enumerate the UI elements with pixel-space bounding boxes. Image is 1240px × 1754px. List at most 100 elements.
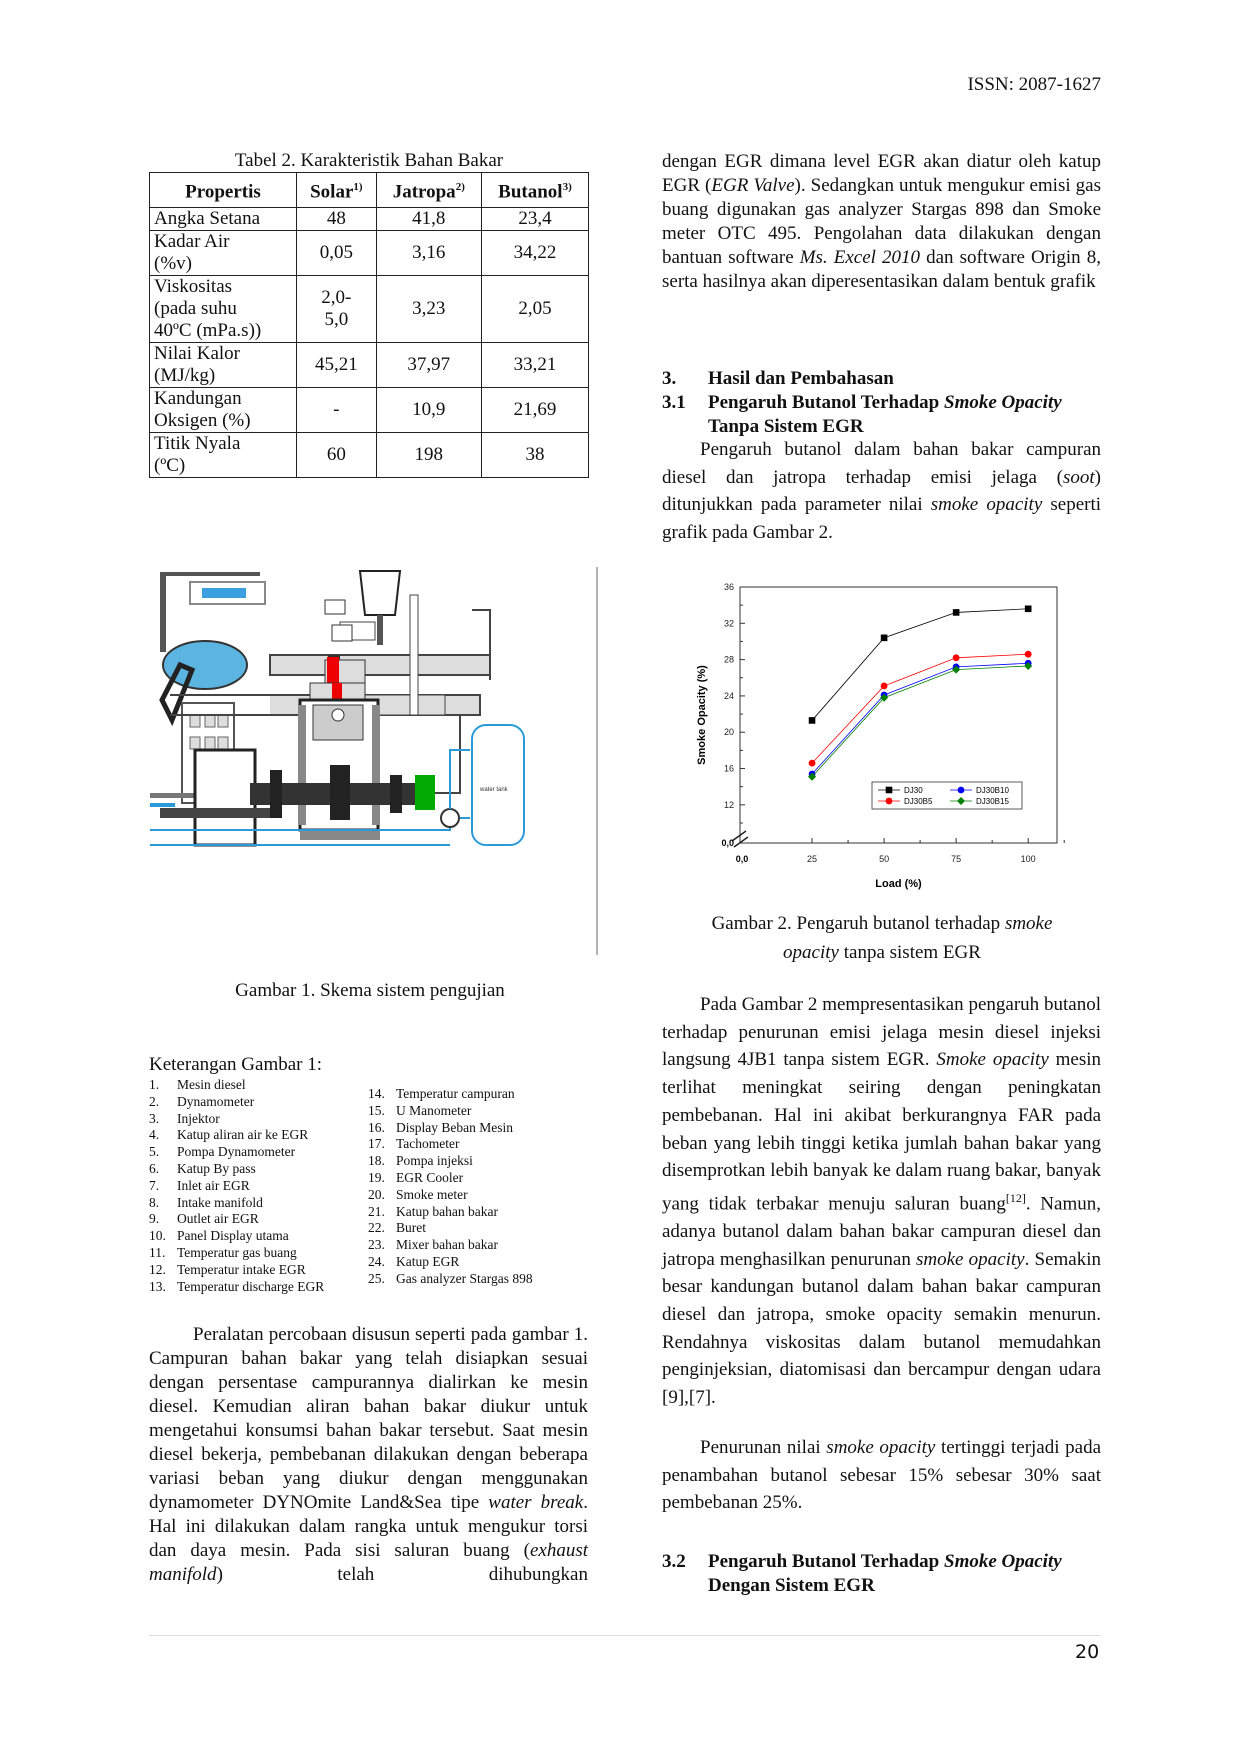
data-point-dj30b5: [1024, 650, 1032, 658]
table-cell: 34,22: [480, 230, 590, 276]
legend-item-number: 9.: [149, 1211, 160, 1227]
table-cell: 21,69: [480, 387, 590, 433]
text-segment: smoke opacity: [930, 494, 1043, 516]
legend-item-label: Pompa Dynamometer: [177, 1144, 296, 1160]
footnote-mark: 1): [353, 181, 363, 194]
data-point-dj30b15: [808, 772, 817, 781]
table-cell: 2,0- 5,0: [296, 275, 377, 343]
citation: [12]: [1005, 1190, 1026, 1205]
table-cell: -: [296, 387, 377, 433]
y-tick-label: 36: [724, 582, 734, 592]
text-segment: water break: [488, 1492, 584, 1513]
paragraph-setup: Peralatan percobaan disusun seperti pada…: [149, 1323, 588, 1587]
legend-item-number: 13.: [149, 1278, 166, 1294]
legend-item: 22.Buret: [368, 1220, 533, 1237]
legend-item: 1.Mesin diesel: [149, 1077, 324, 1094]
table-cell: 33,21: [480, 342, 590, 388]
legend-item-number: 7.: [149, 1177, 160, 1193]
table-cell: 10,9: [375, 387, 482, 433]
figure2-caption: Gambar 2. Pengaruh butanol terhadap smok…: [711, 913, 1053, 963]
legend-item: 23.Mixer bahan bakar: [368, 1237, 533, 1254]
legend-item-label: Pompa injeksi: [396, 1153, 473, 1169]
paragraph-3-1-intro: Pengaruh butanol dalam bahan bakar campu…: [662, 436, 1101, 547]
table-cell: 41,8: [375, 207, 482, 231]
legend-item: 20.Smoke meter: [368, 1187, 533, 1204]
legend-item-label: Temperatur intake EGR: [177, 1261, 306, 1277]
x-tick-label: 25: [807, 854, 817, 864]
table-cell: 3,23: [375, 275, 482, 343]
text-segment: Penurunan nilai: [700, 1437, 827, 1458]
legend-item-label: U Manometer: [396, 1102, 472, 1118]
column-header-label: Butanol: [498, 181, 563, 203]
x-tick-label: 100: [1021, 854, 1036, 864]
legend-item: 5.Pompa Dynamometer: [149, 1144, 324, 1161]
legend-item: 14.Temperatur campuran: [368, 1086, 533, 1103]
legend-item-label: Inlet air EGR: [177, 1177, 250, 1193]
text-segment: EGR Valve: [711, 175, 795, 196]
table-cell: Kandungan Oksigen (%): [149, 387, 297, 433]
x-tick-label: 75: [951, 854, 961, 864]
table-cell: 23,4: [480, 207, 590, 231]
legend-label: DJ30B5: [904, 797, 933, 806]
legend-marker: [885, 797, 893, 805]
legend-item: 6.Katup By pass: [149, 1161, 324, 1178]
plot-frame: [739, 586, 1058, 844]
text-segment: ). Sedangkan untuk mengukur emisi gas bu…: [662, 175, 1101, 268]
text-segment: Smoke opacity: [936, 1049, 1049, 1071]
legend-item-number: 8.: [149, 1194, 160, 1210]
legend-item: 9.Outlet air EGR: [149, 1211, 324, 1228]
legend-item-number: 17.: [368, 1136, 385, 1152]
page-number: 20: [1075, 1641, 1100, 1663]
y-tick-label: 32: [724, 618, 734, 628]
text-segment: exhaust manifold: [149, 1540, 588, 1585]
legend-item: 7. Inlet air EGR: [149, 1178, 324, 1195]
x-axis-label: Load (%): [875, 878, 922, 890]
legend-marker: [957, 786, 965, 794]
issn: ISSN: 2087-1627: [967, 74, 1101, 95]
table-caption: Tabel 2. Karakteristik Bahan Bakar: [234, 150, 504, 171]
legend-label: DJ30B10: [976, 786, 1009, 795]
text-segment: Ms. Excel 2010: [799, 247, 920, 268]
data-point-dj30b15: [1024, 661, 1033, 670]
legend-item-number: 1.: [149, 1077, 160, 1092]
table-cell: Kadar Air (%v): [149, 230, 297, 276]
text-segment: dan software Origin 8, serta hasilnya ak…: [662, 247, 1101, 292]
text-segment: Pengaruh butanol dalam bahan bakar campu…: [662, 439, 1101, 488]
legend-item: 21.Katup bahan bakar: [368, 1204, 533, 1221]
legend-item-number: 14.: [368, 1086, 385, 1101]
text-segment: ) ditunjukkan pada parameter nilai: [662, 466, 1101, 516]
fuel-buret: [358, 570, 402, 616]
column-header: Solar1): [296, 172, 377, 208]
water-pump: [440, 808, 460, 828]
table-cell: 198: [375, 432, 482, 478]
dynamometer-arm: [159, 661, 196, 727]
legend-item: 2.Dynamometer: [149, 1094, 324, 1111]
text-segment: soot: [1062, 466, 1095, 488]
legend-item-label: Smoke meter: [396, 1186, 468, 1202]
column-header-label: Propertis: [185, 181, 261, 203]
legend-item-label: Tachometer: [396, 1136, 460, 1152]
u-manometer: [409, 594, 419, 716]
legend-item: 18.Pompa injeksi: [368, 1153, 533, 1170]
legend-item-label: Temperatur discharge EGR: [177, 1278, 325, 1294]
legend-item-label: Buret: [396, 1220, 426, 1236]
legend-item-label: EGR Cooler: [396, 1169, 464, 1185]
column-header-label: Jatropa: [392, 181, 456, 203]
table-cell: Nilai Kalor (MJ/kg): [149, 342, 297, 388]
legend-item-label: Mixer bahan bakar: [396, 1237, 498, 1253]
paragraph-max-reduction: Penurunan nilai smoke opacity tertinggi …: [662, 1434, 1101, 1517]
smoke-meter-device: [189, 581, 266, 605]
legend-item-number: 11.: [149, 1244, 166, 1260]
legend-item: 24.Katup EGR: [368, 1254, 533, 1271]
text-segment: . Namun, adanya butanol dalam bahan baka…: [662, 1193, 1101, 1270]
data-point-dj30: [808, 717, 816, 724]
y-tick-label: 28: [724, 655, 734, 665]
text-segment: . Hal ini dilakukan dalam rangka untuk m…: [149, 1492, 588, 1561]
legend-item-number: 4.: [149, 1127, 160, 1143]
